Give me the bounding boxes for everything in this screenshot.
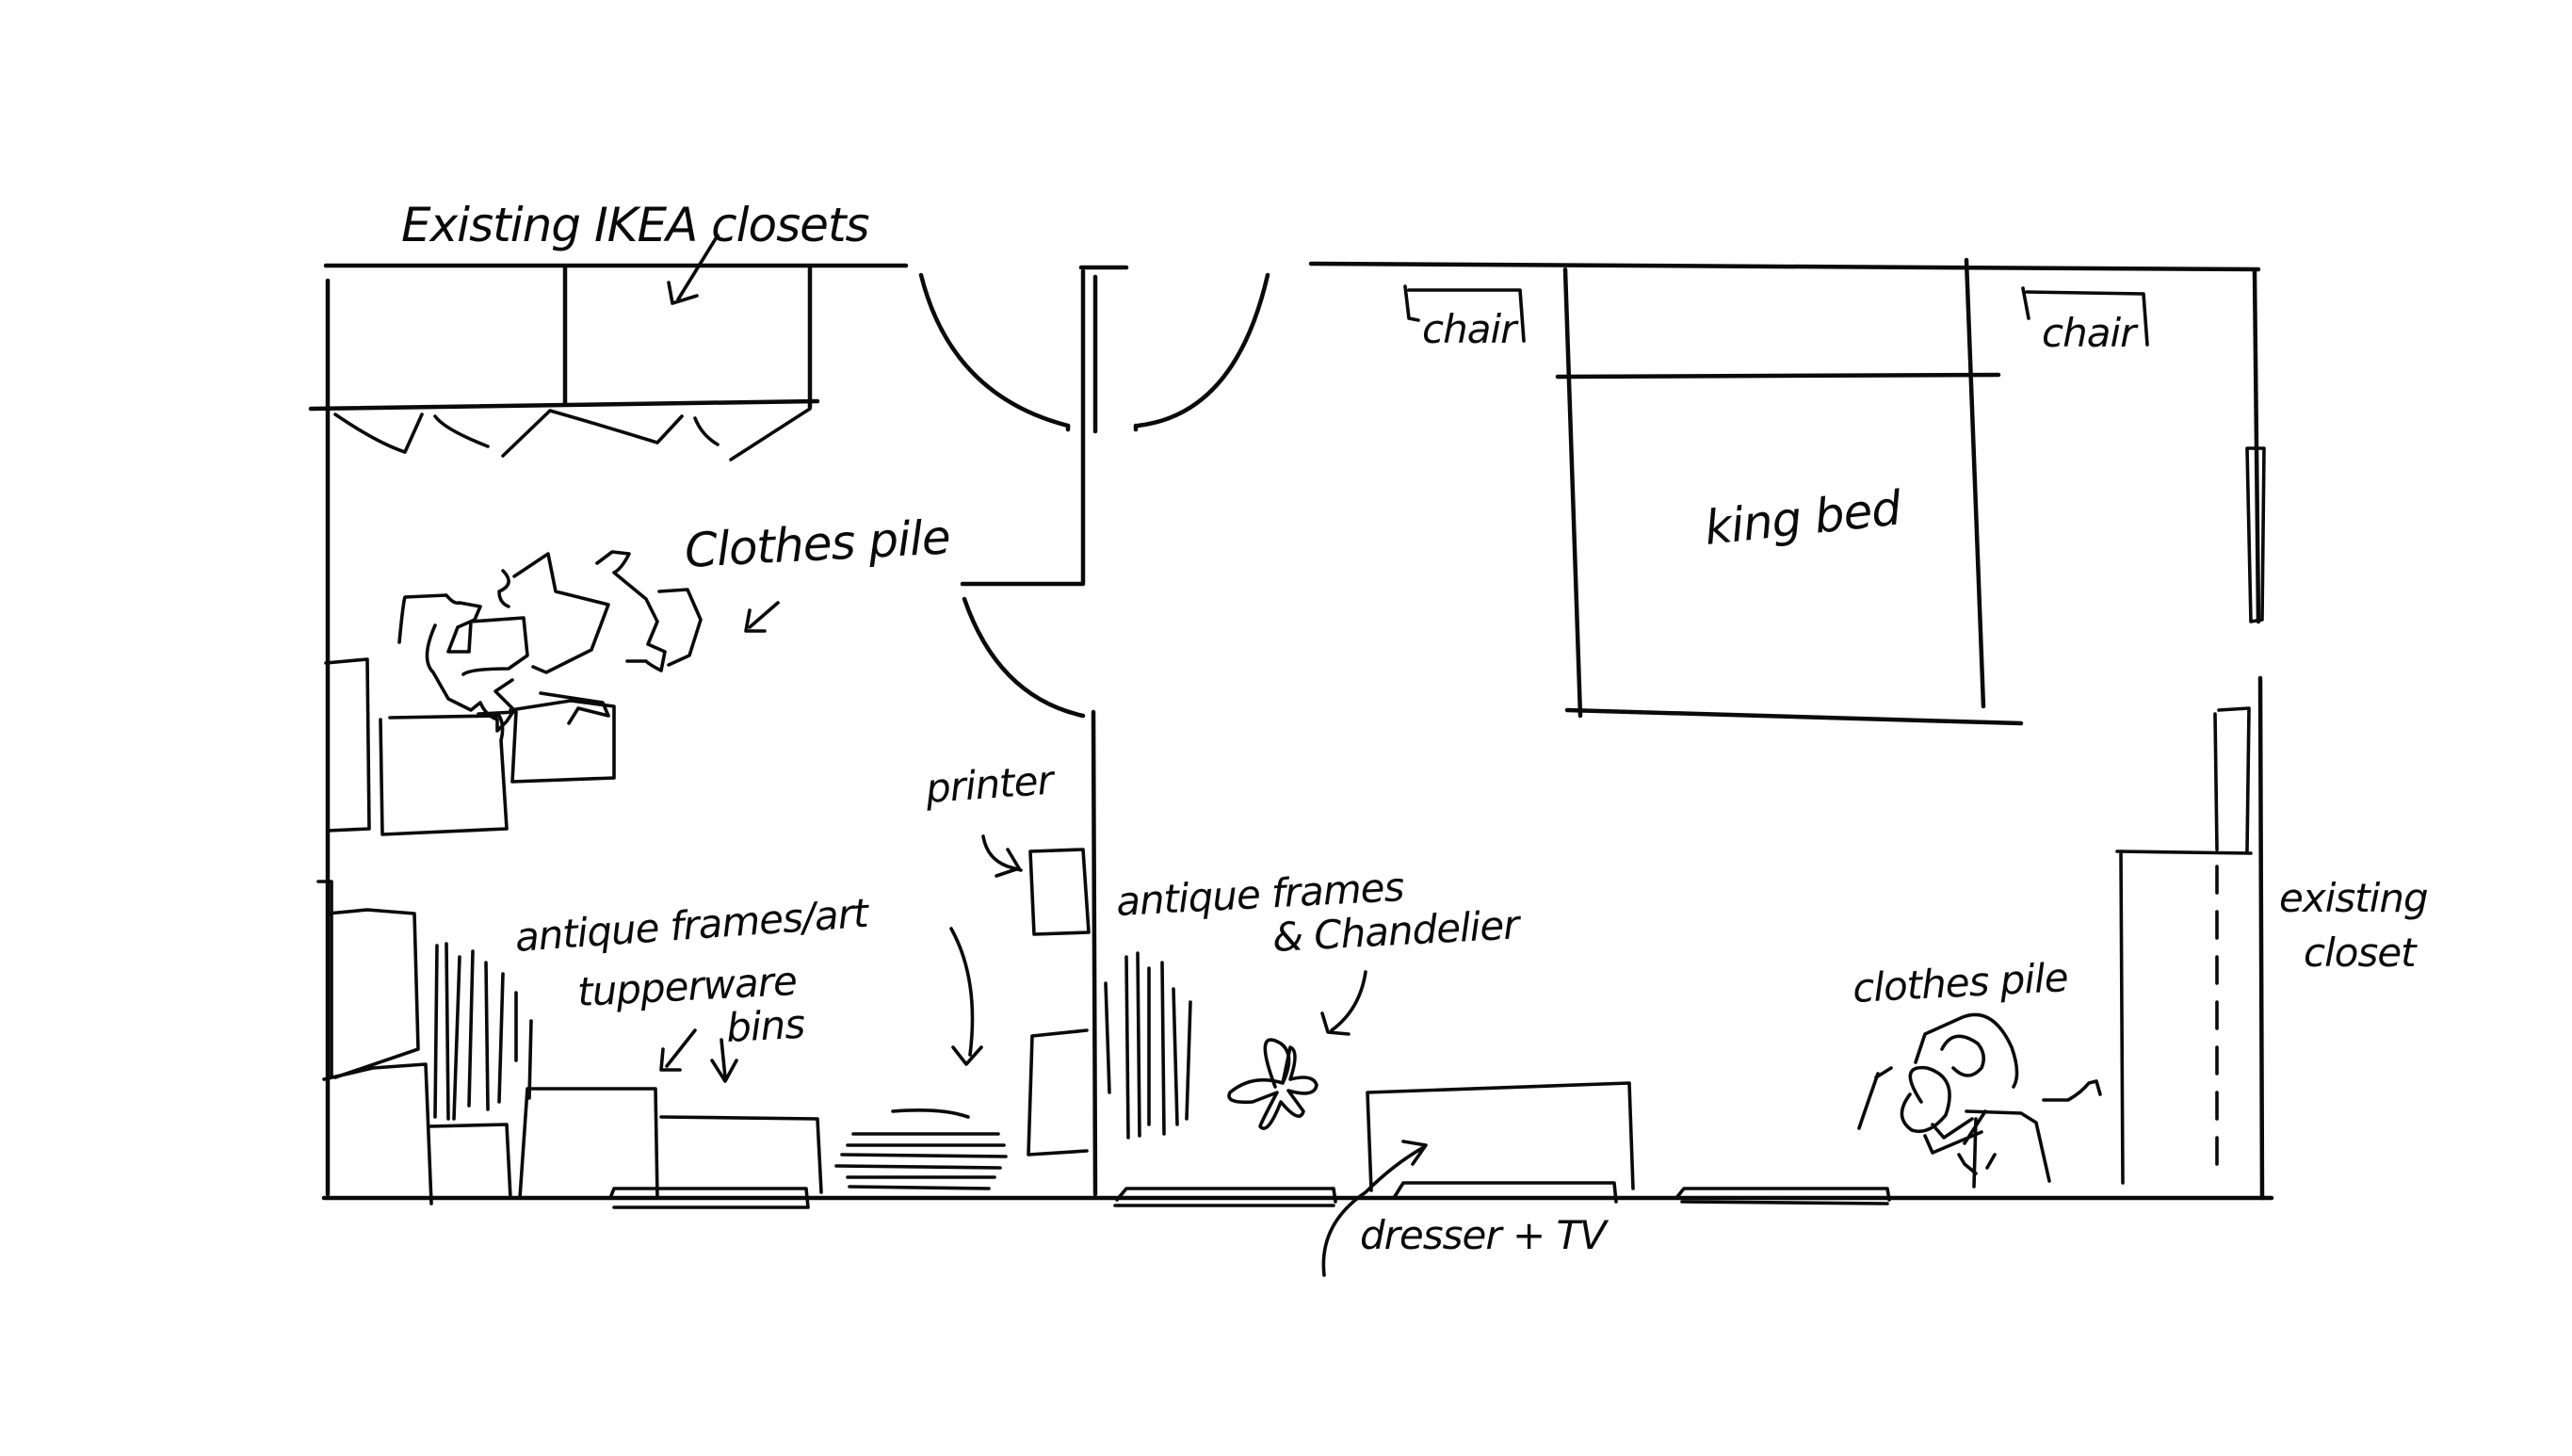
- arrow-ikea: [667, 234, 720, 305]
- clothes-pile-right: [1857, 1012, 2102, 1189]
- tupperware-bins-area: [316, 880, 1008, 1209]
- printer-box: [1028, 848, 1091, 936]
- label-tupperware-line1: tupperware: [576, 958, 798, 1015]
- dresser: [1321, 1081, 1635, 1277]
- existing-closet-right: [2115, 706, 2253, 1185]
- bed-foot-line: [1564, 707, 2024, 726]
- door-arc-top-right: [1135, 272, 1270, 429]
- rug-left: [608, 1187, 810, 1209]
- bin-stack-left: [316, 880, 433, 1205]
- label-existing-closet-line2: closet: [2304, 930, 2418, 976]
- clothes-pile-right-shapes: [1857, 1012, 2102, 1189]
- printer: [981, 834, 1091, 936]
- closet-door-swings: [333, 407, 812, 461]
- label-dresser-tv: dresser + TV: [1360, 1212, 1610, 1258]
- printer-arrow: [981, 834, 1023, 878]
- bed-headboard-line: [1555, 372, 2001, 380]
- stacked-frames-floor: [834, 1108, 1008, 1190]
- clothes-pile-left: [324, 550, 703, 836]
- frames-left-of-divider: [949, 927, 1089, 1157]
- door-arc-top-left: [918, 272, 1071, 429]
- chair-right-shape: [2021, 286, 2149, 347]
- arrow-tupperware-1: [659, 1028, 697, 1072]
- label-chair-right: chair: [2042, 310, 2139, 356]
- frames-hatch-left: [433, 942, 533, 1121]
- bed-right-edge: [1964, 257, 1986, 709]
- label-arrows: [659, 234, 780, 1083]
- arrow-tupperware-2: [710, 1038, 738, 1083]
- label-antique-frames-art: antique frames/art: [513, 890, 871, 961]
- frame-box-left-divider: [1027, 1028, 1089, 1157]
- label-clothes-pile-right: clothes pile: [1852, 954, 2069, 1011]
- closet-right-outline: [2115, 706, 2253, 1185]
- window-right: [2245, 446, 2266, 623]
- chairs: [1403, 284, 2149, 347]
- label-printer: printer: [923, 756, 1058, 812]
- chandelier: [1227, 1038, 1318, 1130]
- closet-front-line: [308, 398, 820, 412]
- rug-3: [1674, 1187, 1891, 1205]
- dresser-arrow: [1321, 1140, 1428, 1277]
- rug-2: [1392, 1181, 1618, 1204]
- right-wall-lower: [2257, 675, 2265, 1201]
- divider-lower: [1091, 709, 1098, 1197]
- window-frame: [2245, 446, 2266, 623]
- arrow-clothes-left: [744, 601, 780, 633]
- dresser-box: [1366, 1081, 1635, 1192]
- dividing-wall: [1080, 268, 1098, 1197]
- door-arc-middle: [962, 596, 1086, 719]
- tupperware-bin-2: [659, 1115, 823, 1194]
- chair-left-shape: [1403, 284, 1526, 343]
- label-existing-closet-line1: existing: [2279, 875, 2428, 921]
- bed-left-edge: [1562, 267, 1583, 719]
- rug-1: [1113, 1187, 1337, 1207]
- right-wall-upper: [2252, 268, 2261, 624]
- label-ikea-closets: Existing IKEA closets: [401, 198, 869, 252]
- ikea-closets: [308, 265, 820, 461]
- label-chair-left: chair: [1422, 306, 1519, 352]
- antique-frames-chandelier: [1104, 951, 1367, 1140]
- exterior-walls: [321, 261, 2274, 1201]
- arrow-to-floor-frames: [949, 927, 983, 1066]
- rugs-right-room: [1113, 1181, 1891, 1207]
- doors: [918, 272, 1270, 719]
- label-king-bed: king bed: [1702, 480, 1904, 556]
- shelf-left-wall: [324, 657, 371, 833]
- king-bed: [1555, 257, 2024, 726]
- chandelier-arrow: [1320, 970, 1367, 1036]
- tupperware-bin-1: [428, 1087, 659, 1200]
- clothes-pile-left-shapes: [379, 550, 703, 836]
- top-wall-right-room-b: [1308, 261, 2261, 272]
- label-clothes-pile-left: Clothes pile: [684, 510, 951, 578]
- label-tupperware-line2: bins: [725, 1001, 805, 1051]
- frames-hatch-right: [1104, 951, 1192, 1140]
